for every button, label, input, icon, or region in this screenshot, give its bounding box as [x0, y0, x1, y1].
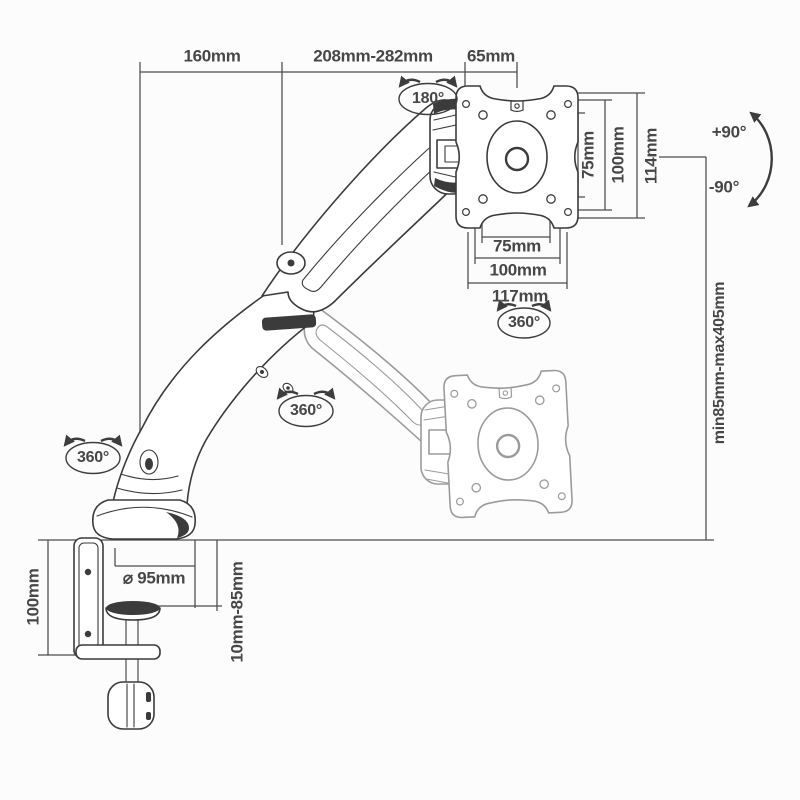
- ghost-arm-position: [303, 305, 574, 520]
- dim-label-arm-reach: 208mm-282mm: [313, 46, 433, 66]
- dim-label-clamp-range: 10mm-85mm: [227, 561, 247, 663]
- tilt-arrow-icon: [747, 111, 773, 208]
- rotation-180-icon: [398, 75, 458, 116]
- rotation-360-plate-icon: [496, 299, 552, 339]
- dim-label-vesa-h75: 75mm: [493, 236, 541, 256]
- rotation-360-elbow-icon: [276, 387, 336, 428]
- rotation-360-base-icon: [63, 434, 123, 475]
- clamp-pad: [106, 601, 160, 615]
- vesa-plate: [454, 84, 580, 230]
- rotation-label-base: 360°: [77, 449, 109, 466]
- dim-label-vesa-v75: 75mm: [578, 131, 598, 179]
- tilt-label-up: +90°: [711, 122, 747, 142]
- dim-label-vesa-h100: 100mm: [489, 260, 547, 280]
- elbow-cover: [261, 314, 317, 331]
- dim-label-base-offset: 160mm: [183, 46, 241, 66]
- dim-label-vesa-v114: 114mm: [641, 127, 661, 185]
- dim-label-base-diameter: ⌀ 95mm: [122, 568, 186, 588]
- dim-label-head-offset: 65mm: [467, 46, 515, 66]
- dim-label-vesa-h117: 117mm: [491, 286, 549, 306]
- rotation-label-elbow: 360°: [290, 402, 322, 419]
- dim-label-vesa-v100: 100mm: [608, 126, 628, 184]
- clamp-knob: [107, 681, 155, 730]
- ghost-vesa-plate: [442, 368, 574, 520]
- rotation-label-head-swivel: 180°: [412, 90, 444, 107]
- dim-label-clamp-height: 100mm: [23, 568, 43, 626]
- dim-label-height-range: min85mm-max405mm: [711, 281, 728, 445]
- rotation-label-plate: 360°: [508, 314, 540, 331]
- tilt-label-down: -90°: [708, 177, 740, 197]
- desk-clamp: [73, 537, 161, 730]
- monitor-arm: [73, 84, 580, 730]
